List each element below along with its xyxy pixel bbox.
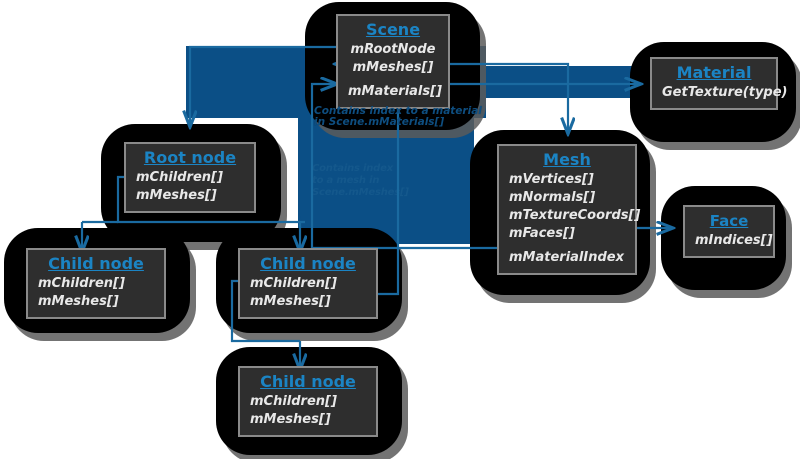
field-mchildren: mChildren[] xyxy=(136,170,223,185)
node-mesh[interactable]: Mesh mVertices[] mNormals[] mTextureCoor… xyxy=(497,144,641,275)
node-face-fields: mIndices[] xyxy=(695,232,773,250)
field-mmeshes: mMeshes[] xyxy=(136,188,217,203)
node-scene[interactable]: Scene mRootNode mMeshes[] mMaterials[] xyxy=(336,14,450,109)
node-mesh-fields: mVertices[] mNormals[] mTextureCoords[] … xyxy=(509,171,641,267)
field-mnormals: mNormals[] xyxy=(509,190,596,205)
field-mrootnode: mRootNode xyxy=(350,42,436,57)
wire-meshmaterialindex-to-materials xyxy=(310,84,500,250)
node-root-node[interactable]: Root node mChildren[] mMeshes[] xyxy=(124,142,256,213)
node-child-bottom[interactable]: Child node mChildren[] mMeshes[] xyxy=(238,366,378,437)
node-root-node-title: Root node xyxy=(143,148,237,167)
node-child-left[interactable]: Child node mChildren[] mMeshes[] xyxy=(26,248,166,319)
node-child-mid-title: Child node xyxy=(260,254,356,273)
field-mchildren: mChildren[] xyxy=(250,276,337,291)
node-child-bottom-fields: mChildren[] mMeshes[] xyxy=(250,393,366,429)
field-mindices: mIndices[] xyxy=(695,233,773,248)
field-mmeshes: mMeshes[] xyxy=(250,294,331,309)
node-scene-fields: mRootNode mMeshes[] mMaterials[] xyxy=(348,41,443,101)
field-mmeshes: mMeshes[] xyxy=(38,294,119,309)
field-mmaterialindex: mMaterialIndex xyxy=(509,250,624,265)
node-child-left-title: Child node xyxy=(48,254,144,273)
field-mchildren: mChildren[] xyxy=(38,276,125,291)
node-material-fields: GetTexture(type) xyxy=(662,84,788,102)
node-face[interactable]: Face mIndices[] xyxy=(683,205,775,258)
wire-scene-meshes xyxy=(420,62,568,133)
node-scene-title: Scene xyxy=(365,20,421,39)
node-face-title: Face xyxy=(709,212,749,230)
field-mmeshes: mMeshes[] xyxy=(250,412,331,427)
node-child-bottom-title: Child node xyxy=(260,372,356,391)
wire-scene-rootnode xyxy=(190,45,338,126)
blue-backdrop-lower xyxy=(298,118,470,244)
node-material[interactable]: Material GetTexture(type) xyxy=(650,57,788,110)
node-child-left-fields: mChildren[] mMeshes[] xyxy=(38,275,154,311)
field-mmaterials: mMaterials[] xyxy=(348,84,443,99)
node-root-node-fields: mChildren[] mMeshes[] xyxy=(136,169,244,205)
node-child-mid[interactable]: Child node mChildren[] mMeshes[] xyxy=(238,248,378,319)
field-mchildren: mChildren[] xyxy=(250,394,337,409)
material-index-note: Contains index to a material in Scene.mM… xyxy=(314,105,482,128)
node-material-title: Material xyxy=(676,63,752,82)
field-mtexturecoords: mTextureCoords[] xyxy=(509,208,641,223)
field-mfaces: mFaces[] xyxy=(509,226,575,241)
node-mesh-title: Mesh xyxy=(543,150,591,169)
node-child-mid-fields: mChildren[] mMeshes[] xyxy=(250,275,366,311)
field-mmeshes: mMeshes[] xyxy=(352,60,434,75)
field-gettexture: GetTexture(type) xyxy=(662,85,788,100)
field-mvertices: mVertices[] xyxy=(509,172,594,187)
